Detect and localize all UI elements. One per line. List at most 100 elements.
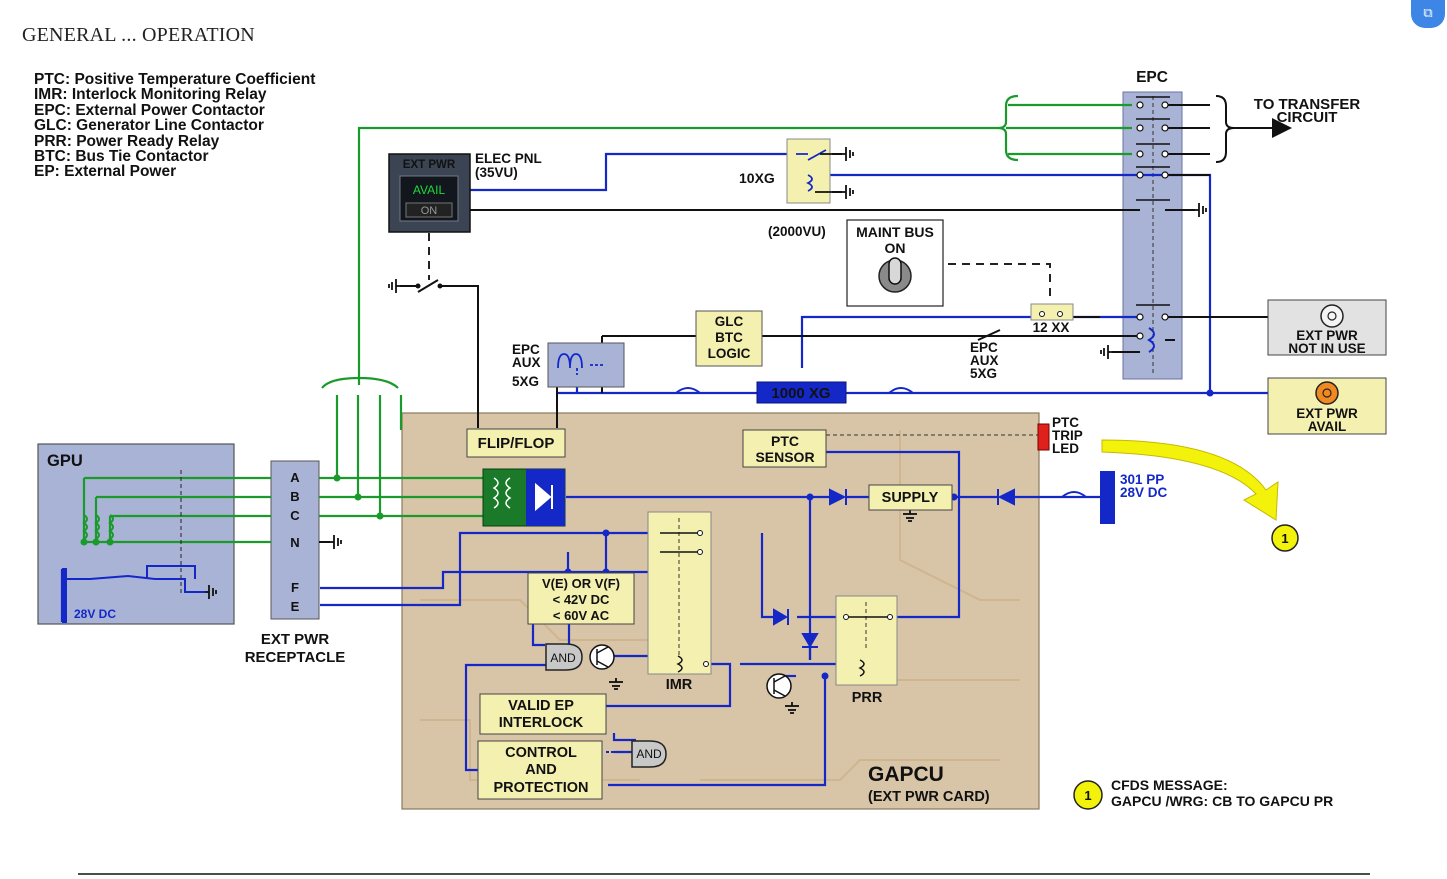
pp301-busbar <box>1100 471 1115 524</box>
relay-10xg-label: 10XG <box>739 170 775 186</box>
control-label: AND <box>525 762 556 778</box>
maint-bus-label: ON <box>885 240 906 256</box>
green-junctions <box>80 474 384 546</box>
callout-badge <box>1271 524 1299 552</box>
green-ac-wires <box>82 94 1132 544</box>
page-title: GENERAL ... OPERATION <box>22 24 255 46</box>
supply-label: SUPPLY <box>882 490 939 506</box>
glc-btc-logic-box <box>695 310 763 367</box>
control-label: CONTROL <box>505 745 577 761</box>
and-label: AND <box>550 651 576 665</box>
abbreviation-legend: PTC: Positive Temperature Coefficient IM… <box>34 72 315 180</box>
gpu-generator-coils <box>82 514 114 540</box>
diode-icon <box>535 482 553 512</box>
epc-aux-right-label: 5XG <box>970 366 997 381</box>
epc-aux-left-label: AUX <box>512 355 541 370</box>
legend-item: EP: External Power <box>34 163 177 181</box>
mechanical-links <box>428 233 1051 302</box>
control-label: PROTECTION <box>493 780 588 796</box>
epc-aux-right-label: EPC <box>970 340 998 355</box>
vu2000-label: (2000VU) <box>768 224 826 239</box>
avail-indicator: AVAIL <box>413 183 446 197</box>
maint-bus-label: MAINT BUS <box>856 224 934 240</box>
legend-item: PRR: Power Ready Relay <box>34 132 220 150</box>
callout-badge <box>1073 780 1103 810</box>
not-in-use-label: EXT PWR <box>1296 328 1358 343</box>
toggle-switch-icon[interactable] <box>888 257 902 285</box>
imr-relay <box>647 511 712 675</box>
legend-item: IMR: Interlock Monitoring Relay <box>34 86 267 104</box>
relay-10xg <box>786 138 831 204</box>
callout-number: 1 <box>1084 788 1091 803</box>
gapcu-sublabel: (EXT PWR CARD) <box>868 789 990 805</box>
and-label: AND <box>636 747 662 761</box>
glc-logic-label: LOGIC <box>708 346 751 361</box>
ptc-trip-label: TRIP <box>1052 428 1083 443</box>
diode-icon <box>773 488 1015 648</box>
pin-e: E <box>291 599 300 614</box>
circuit-breakers <box>675 387 1087 498</box>
ptc-sensor-label: SENSOR <box>755 449 814 465</box>
cfds-message-text: GAPCU /WRG: CB TO GAPCU PR <box>1111 793 1333 809</box>
ptc-sensor-box <box>742 429 827 468</box>
relay-12xx-label: 12 XX <box>1033 320 1070 335</box>
ptc-sensor-label: PTC <box>771 433 799 449</box>
relay-12xx <box>1030 303 1074 321</box>
prr-label: PRR <box>852 690 883 706</box>
valid-ep-label: INTERLOCK <box>499 715 584 731</box>
corner-expand-icon[interactable]: ⧉ <box>1411 0 1445 28</box>
epc-contacts <box>1136 96 1170 306</box>
pin-a: A <box>290 470 300 485</box>
pin-b: B <box>290 489 299 504</box>
elec-pnl-label: ELEC PNL <box>475 151 542 166</box>
xg1000-label: 1000 XG <box>771 385 830 402</box>
not-in-use-label: NOT IN USE <box>1288 341 1365 356</box>
gapcu-label: GAPCU <box>868 763 944 786</box>
voltage-monitor-label: < 42V DC <box>553 592 610 607</box>
glc-logic-label: GLC <box>715 314 744 329</box>
to-transfer-label: TO TRANSFER <box>1254 96 1361 113</box>
voltage-monitor-box <box>527 572 635 625</box>
control-protection-box <box>477 740 603 800</box>
xg1000-bar <box>756 381 847 404</box>
supply-box <box>868 484 953 511</box>
gpu-28v-busbar <box>62 568 67 623</box>
pp301-label: 28V DC <box>1120 485 1168 500</box>
and-gate-lower <box>631 740 667 768</box>
legend-item: EPC: External Power Contactor <box>34 101 265 119</box>
epc-aux-left-label: 5XG <box>512 374 539 389</box>
voltage-monitor-label: V(E) OR V(F) <box>542 576 620 591</box>
epc-title: EPC <box>1136 69 1168 86</box>
gpu-box <box>37 443 235 625</box>
ext-pwr-receptacle <box>270 460 320 620</box>
ext-pwr-panel-label: EXT PWR <box>403 159 456 171</box>
lamp-icon <box>1315 381 1339 405</box>
legend-item: PTC: Positive Temperature Coefficient <box>34 71 316 88</box>
ptc-trip-led <box>1037 423 1050 451</box>
valid-ep-label: VALID EP <box>508 698 574 714</box>
callout-number: 1 <box>1281 531 1288 546</box>
transistor-icon <box>589 644 792 699</box>
to-transfer-label: CIRCUIT <box>1277 109 1338 126</box>
flip-flop-label: FLIP/FLOP <box>478 435 555 452</box>
flip-flop-box <box>466 428 566 458</box>
avail-box-label: AVAIL <box>1308 419 1347 434</box>
epc-aux-right-label: AUX <box>970 353 999 368</box>
receptacle-label: EXT PWR <box>261 631 330 648</box>
glc-logic-label: BTC <box>715 330 743 345</box>
on-indicator: ON <box>421 205 438 217</box>
callout-arrow <box>1101 439 1279 521</box>
pin-n: N <box>290 535 299 550</box>
avail-box-label: EXT PWR <box>1296 406 1358 421</box>
lamp-icon <box>1320 304 1344 328</box>
ptc-trip-label: LED <box>1052 441 1079 456</box>
cfds-message-label: CFDS MESSAGE: <box>1111 777 1228 793</box>
pp301-label: 301 PP <box>1120 472 1164 487</box>
imr-label: IMR <box>666 677 693 693</box>
receptacle-label: RECEPTACLE <box>245 649 346 666</box>
gpu-dc-label: 28V DC <box>74 607 116 621</box>
legend-item: BTC: Bus Tie Contactor <box>34 148 209 166</box>
gpu-label: GPU <box>47 452 83 470</box>
pin-c: C <box>290 508 300 523</box>
